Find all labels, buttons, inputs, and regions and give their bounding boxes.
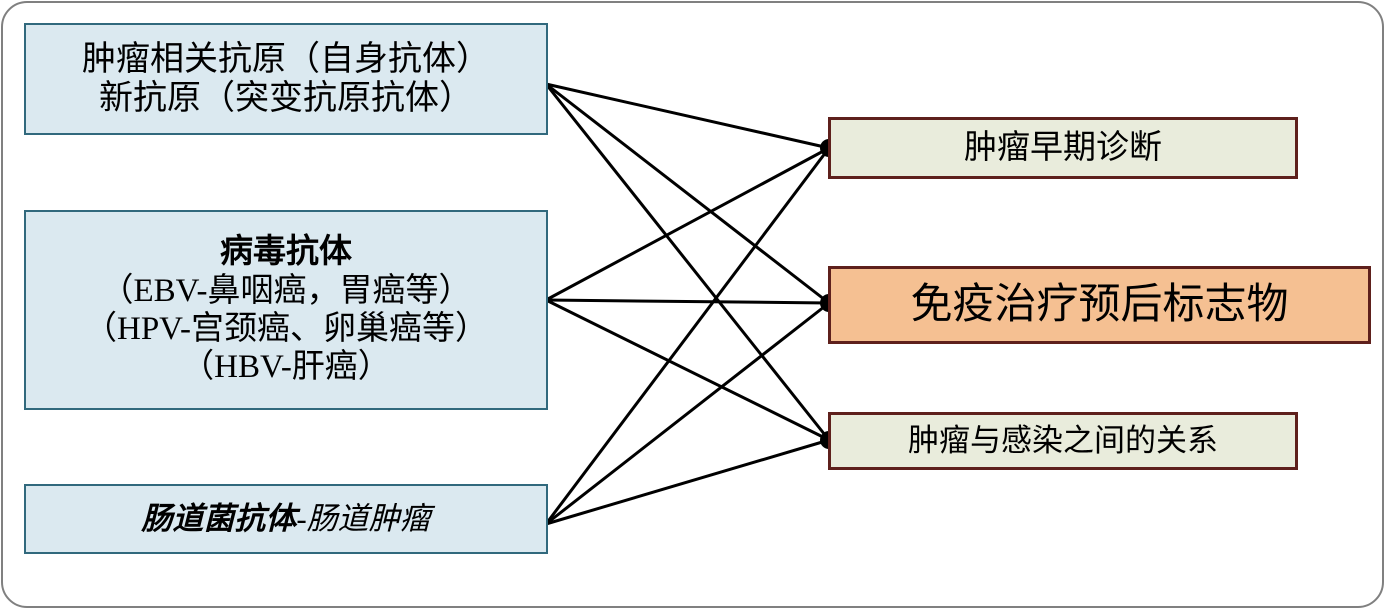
node-gut-bacteria-label-primary: 肠道菌抗体 xyxy=(141,501,297,537)
edge-tumor-antigen-to-tumor-infection xyxy=(544,83,831,441)
node-early-diagnosis-label: 肿瘤早期诊断 xyxy=(964,129,1162,166)
node-virus-antibody[interactable]: 病毒抗体 （EBV-鼻咽癌，胃癌等） （HPV-宫颈癌、卵巢癌等） （HBV-肝… xyxy=(24,210,548,410)
node-prognostic-marker[interactable]: 免疫治疗预后标志物 xyxy=(828,266,1371,344)
node-tumor-antigen-line-1: 肿瘤相关抗原（自身抗体） xyxy=(82,40,490,78)
node-tumor-infection[interactable]: 肿瘤与感染之间的关系 xyxy=(828,412,1298,470)
node-virus-antibody-title: 病毒抗体 xyxy=(220,234,352,271)
edge-gut-bacteria-to-prognostic-marker xyxy=(545,301,830,526)
edge-virus-antibody-to-early-diagnosis xyxy=(545,146,830,302)
node-prognostic-marker-label: 免疫治疗预后标志物 xyxy=(910,281,1289,328)
node-virus-antibody-line-3: （HBV-肝癌） xyxy=(181,349,391,386)
edge-tumor-antigen-to-early-diagnosis xyxy=(545,82,830,150)
node-gut-bacteria-label: 肠道菌抗体-肠道肿瘤 xyxy=(141,501,430,537)
node-tumor-antigen[interactable]: 肿瘤相关抗原（自身抗体） 新抗原（突变抗原抗体） xyxy=(24,23,548,135)
edge-virus-antibody-to-prognostic-marker xyxy=(545,298,830,305)
node-early-diagnosis[interactable]: 肿瘤早期诊断 xyxy=(828,117,1298,179)
node-virus-antibody-line-1: （EBV-鼻咽癌，胃癌等） xyxy=(100,272,472,309)
node-tumor-antigen-line-2: 新抗原（突变抗原抗体） xyxy=(99,80,473,117)
edge-virus-antibody-to-tumor-infection xyxy=(545,298,830,442)
node-gut-bacteria[interactable]: 肠道菌抗体-肠道肿瘤 xyxy=(24,484,548,554)
node-gut-bacteria-label-secondary: -肠道肿瘤 xyxy=(296,501,431,537)
node-tumor-infection-label: 肿瘤与感染之间的关系 xyxy=(908,423,1218,459)
edge-tumor-antigen-to-prognostic-marker xyxy=(545,82,830,305)
edge-gut-bacteria-to-tumor-infection xyxy=(545,438,830,526)
edge-gut-bacteria-to-early-diagnosis xyxy=(544,147,831,525)
node-virus-antibody-line-2: （HPV-宫颈癌、卵巢癌等） xyxy=(84,311,488,347)
